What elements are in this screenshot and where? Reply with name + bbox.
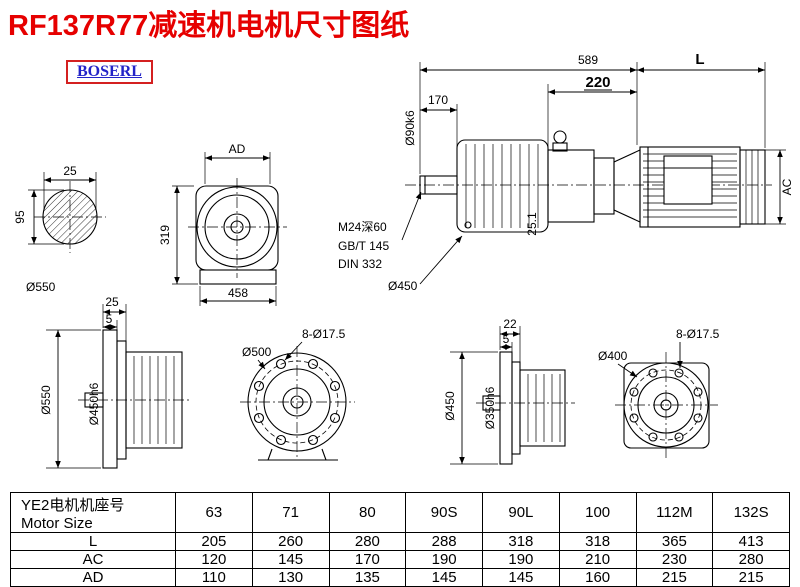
dim-total-589: 589 (578, 53, 598, 67)
dim-shaft-height: 95 (13, 210, 27, 224)
value-cell: 135 (328, 568, 407, 587)
view-flange-side-left: 25 5 Ø550 Ø450h6 (39, 295, 190, 469)
value-cell: 190 (482, 550, 560, 569)
size-cell: 90S (405, 492, 483, 533)
view-shaft-section: 25 95 Ø550 (13, 164, 106, 294)
label-flange-dia-450: Ø450 (388, 279, 418, 293)
value-cell: 288 (405, 532, 483, 551)
dim-shaft-170: 170 (428, 93, 448, 107)
brand-logo: BOSERL (66, 60, 153, 84)
view-reducer-front: AD 319 458 (158, 142, 287, 306)
label-std-gbt145: GB/T 145 (338, 239, 389, 253)
value-cell: 205 (175, 532, 253, 551)
technical-drawing: 25 95 Ø550 AD 319 (13, 51, 794, 469)
view-flange-front-right: 8-Ø17.5 Ø400 (598, 327, 720, 458)
dim-base-458: 458 (228, 286, 248, 300)
motor-dimension-table: YE2电机机座号 Motor Size 63 71 80 90S 90L 100… (10, 492, 790, 587)
value-cell: 190 (405, 550, 483, 569)
value-cell: 110 (175, 568, 253, 587)
table-row-l: L 205 260 280 288 318 318 365 413 (10, 532, 790, 551)
table-row-ad: AD 110 130 135 145 145 160 215 215 (10, 568, 790, 587)
value-cell: 280 (712, 550, 790, 569)
value-cell: 318 (482, 532, 560, 551)
dim-depth-25: 25 (105, 295, 119, 309)
dim-spigot-450h6: Ø450h6 (87, 382, 101, 425)
header-cn: YE2电机机座号 (21, 496, 125, 514)
label-bc-500: Ø500 (242, 345, 272, 359)
dim-od-550: Ø550 (39, 385, 53, 415)
dim-depth-22: 22 (503, 317, 517, 331)
label-holes-right: 8-Ø17.5 (676, 327, 720, 341)
value-cell: 170 (328, 550, 407, 569)
dim-motor-dia-ac: AC (780, 178, 794, 195)
view-assembly: 589 170 Ø90k6 220 L AC M24深60 GB/T 145 D (338, 51, 794, 293)
row-label: AD (10, 568, 176, 587)
table-row-ac: AC 120 145 170 190 190 210 230 280 (10, 550, 790, 569)
size-cell: 90L (482, 492, 560, 533)
value-cell: 260 (251, 532, 330, 551)
page-title: RF137R77减速机电机尺寸图纸 (8, 10, 410, 42)
header-en: Motor Size (21, 514, 93, 532)
dim-thk-5: 5 (106, 312, 113, 326)
label-bc-400: Ø400 (598, 349, 628, 363)
value-cell: 145 (482, 568, 560, 587)
dim-ad: AD (229, 142, 246, 156)
label-thread-m24: M24深60 (338, 220, 387, 234)
dim-shaft-key-width: 25 (63, 164, 77, 178)
value-cell: 145 (251, 550, 330, 569)
row-label: L (10, 532, 176, 551)
value-cell: 160 (558, 568, 637, 587)
dim-220: 220 (585, 74, 610, 91)
value-cell: 215 (712, 568, 790, 587)
size-cell: 100 (558, 492, 637, 533)
value-cell: 145 (405, 568, 483, 587)
value-cell: 280 (328, 532, 407, 551)
value-cell: 210 (558, 550, 637, 569)
table-header-row: YE2电机机座号 Motor Size 63 71 80 90S 90L 100… (10, 492, 790, 533)
dim-thk-5b: 5 (503, 332, 510, 346)
dim-key-25-1: 25.1 (525, 212, 539, 236)
label-std-din332: DIN 332 (338, 257, 382, 271)
value-cell: 413 (712, 532, 790, 551)
view-flange-front-left: Ø500 8-Ø17.5 (240, 327, 355, 461)
size-cell: 80 (328, 492, 407, 533)
dim-od-450: Ø450 (443, 391, 457, 421)
dim-shaft-dia-90k6: Ø90k6 (403, 110, 417, 146)
value-cell: 120 (175, 550, 253, 569)
label-shaft-od: Ø550 (26, 280, 56, 294)
value-cell: 230 (635, 550, 714, 569)
value-cell: 130 (251, 568, 330, 587)
dim-spigot-350h6: Ø350h6 (483, 386, 497, 429)
value-cell: 318 (558, 532, 637, 551)
value-cell: 215 (635, 568, 714, 587)
size-cell: 71 (251, 492, 330, 533)
dim-height-319: 319 (158, 225, 172, 245)
table-header-motor-size: YE2电机机座号 Motor Size (10, 492, 176, 533)
row-label: AC (10, 550, 176, 569)
dim-motor-length-l: L (695, 51, 704, 68)
label-holes-left: 8-Ø17.5 (302, 327, 346, 341)
size-cell: 63 (175, 492, 253, 533)
brand-logo-text: BOSERL (77, 63, 142, 80)
value-cell: 365 (635, 532, 714, 551)
view-flange-side-right: 22 5 Ø450 Ø350h6 (443, 317, 575, 465)
size-cell: 132S (712, 492, 790, 533)
size-cell: 112M (635, 492, 714, 533)
